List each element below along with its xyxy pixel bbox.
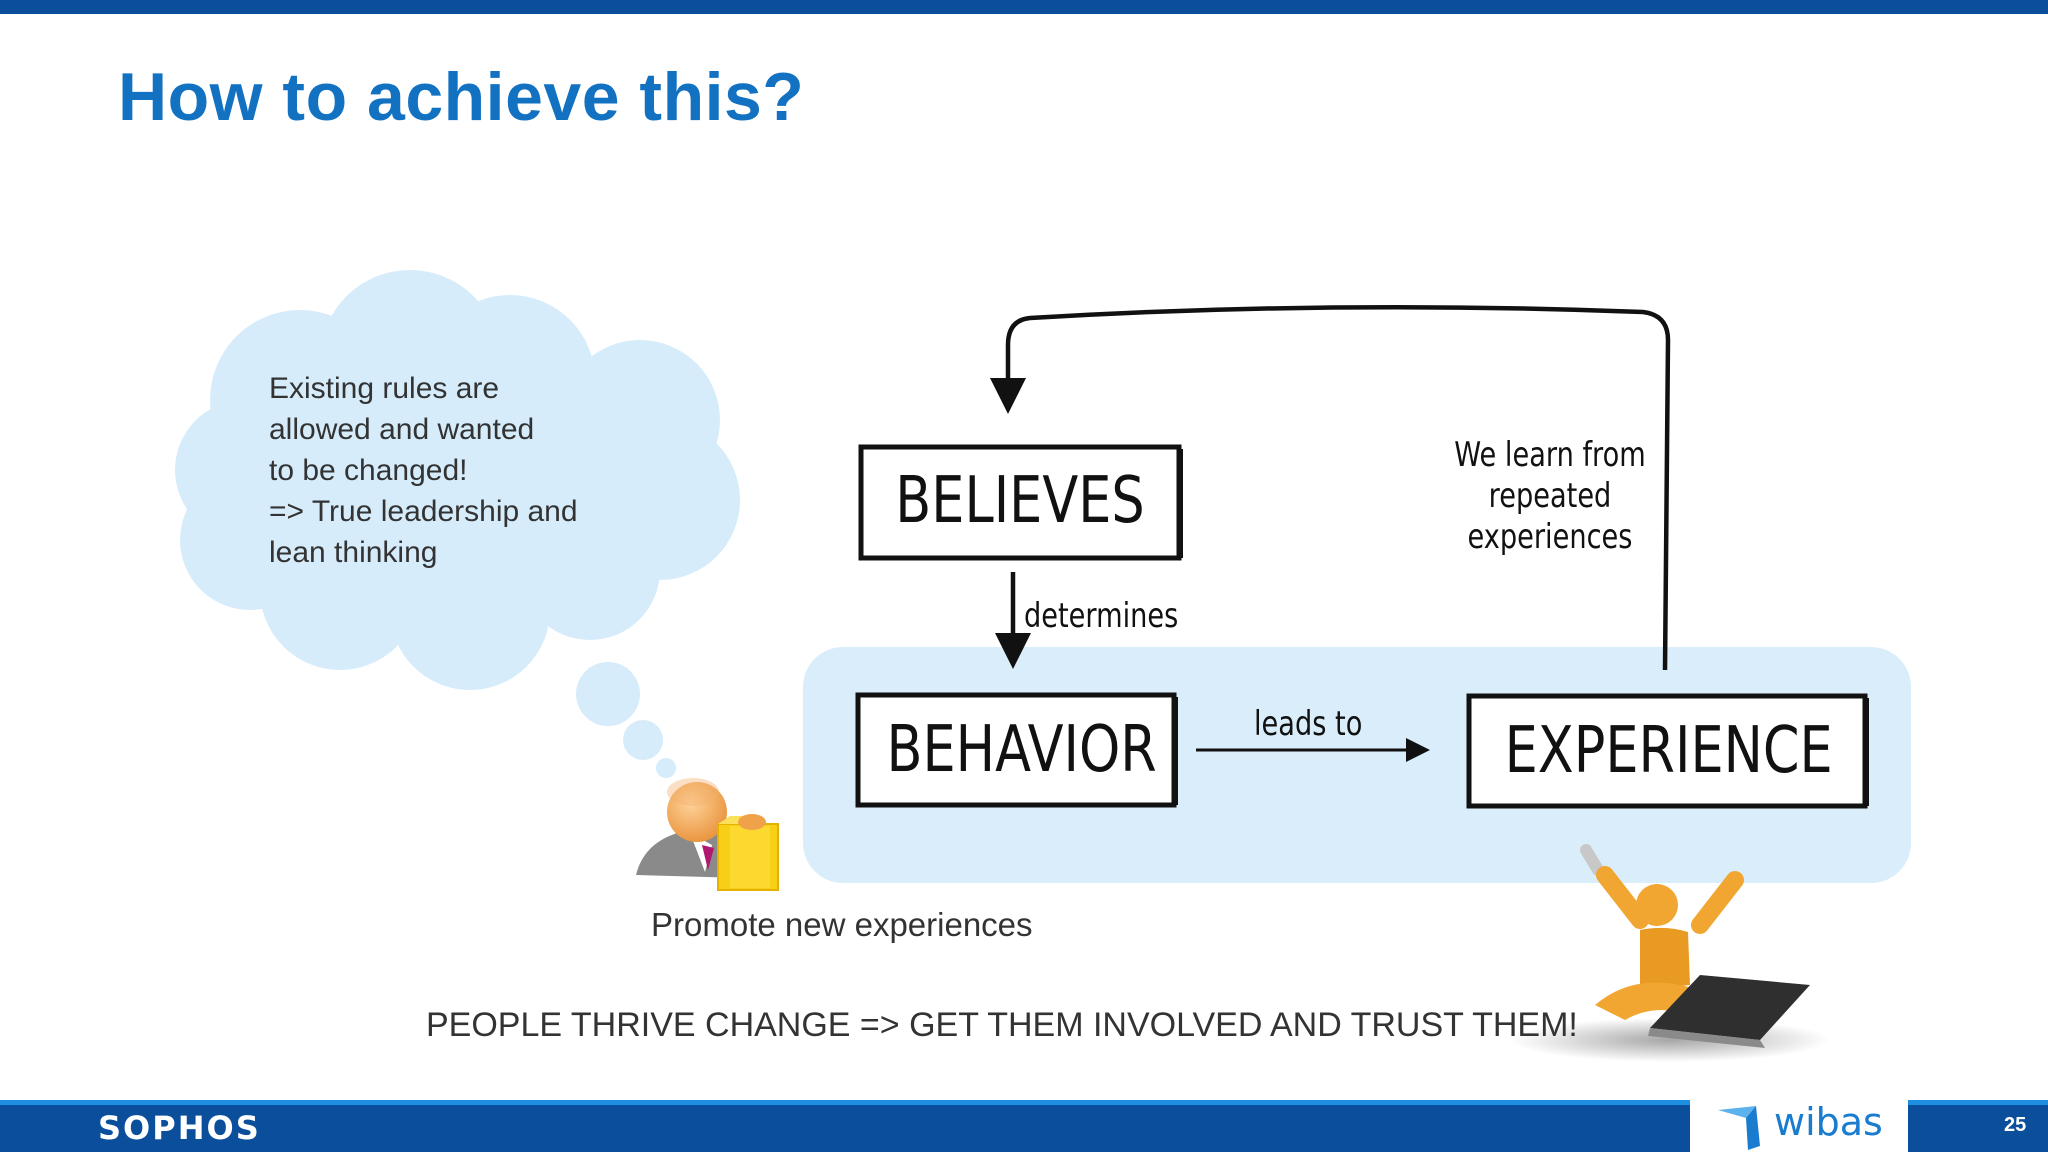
experience-label: EXPERIENCE — [1504, 714, 1833, 788]
learn-line: repeated — [1488, 476, 1612, 516]
footer-stripe — [0, 1100, 2048, 1105]
manager-figure — [636, 778, 779, 891]
behavior-box — [855, 692, 1178, 808]
tagline: PEOPLE THRIVE CHANGE => GET THEM INVOLVE… — [426, 1006, 1578, 1044]
determines-label: determines — [1024, 596, 1179, 636]
behavior-label: BEHAVIOR — [886, 713, 1157, 787]
learn-label: We learn from repeated experiences — [1420, 435, 1680, 558]
learn-line: experiences — [1467, 517, 1633, 557]
cloud-line: lean thinking — [269, 536, 438, 569]
slide-title: How to achieve this? — [118, 59, 805, 135]
cheering-figure — [1510, 844, 1830, 1062]
wibas-logo: wibas — [1690, 1096, 1908, 1152]
thought-cloud — [175, 270, 740, 778]
believes-box — [858, 444, 1183, 561]
feedback-loop-arrow — [990, 304, 1671, 671]
top-bar — [0, 0, 2048, 14]
cloud-line: to be changed! — [269, 454, 468, 487]
cloud-line: => True leadership and — [269, 495, 578, 528]
page-number: 25 — [2004, 1114, 2027, 1136]
experience-box — [1466, 693, 1869, 809]
leads-to-label: leads to — [1254, 704, 1363, 744]
caption: Promote new experiences — [651, 906, 1033, 943]
cloud-line: allowed and wanted — [269, 413, 535, 446]
thought-cloud-text: Existing rules are allowed and wanted to… — [269, 368, 629, 573]
cloud-line: Existing rules are — [269, 372, 500, 405]
sophos-logo: SOPHOS — [98, 1109, 261, 1147]
believes-label: BELIEVES — [895, 464, 1145, 538]
learn-line: We learn from — [1454, 435, 1646, 475]
wibas-icon — [1718, 1106, 1760, 1150]
wibas-text: wibas — [1774, 1100, 1883, 1144]
